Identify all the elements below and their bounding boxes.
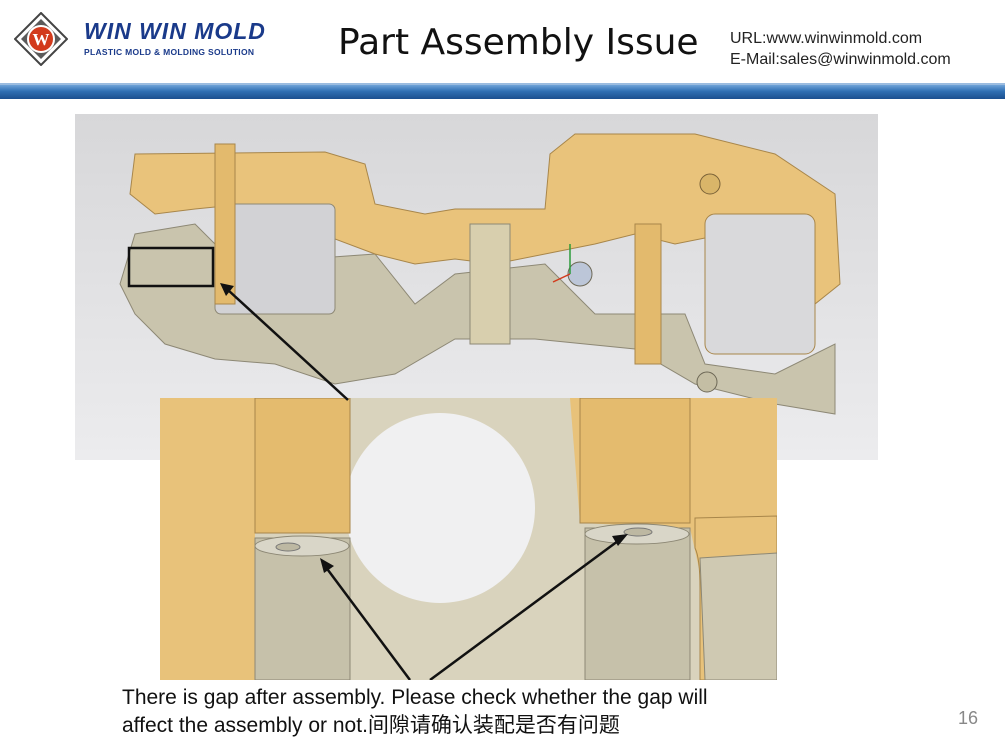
header-divider-bar xyxy=(0,85,1005,99)
brand-tagline: PLASTIC MOLD & MOLDING SOLUTION xyxy=(84,47,255,57)
slide-caption: There is gap after assembly. Please chec… xyxy=(122,684,708,740)
contact-url: URL:www.winwinmold.com xyxy=(730,30,923,47)
svg-text:W: W xyxy=(33,30,50,49)
header-divider-highlight xyxy=(0,83,1005,85)
caption-line-1: There is gap after assembly. Please chec… xyxy=(122,686,708,709)
cad-closeup-image xyxy=(160,398,777,680)
brand-block: WIN WIN MOLD PLASTIC MOLD & MOLDING SOLU… xyxy=(84,18,266,57)
contact-info: URL:www.winwinmold.com E-Mail:sales@winw… xyxy=(730,28,951,70)
brand-name: WIN WIN MOLD xyxy=(84,18,266,44)
contact-email: E-Mail:sales@winwinmold.com xyxy=(730,51,951,68)
page-number: 16 xyxy=(958,708,979,728)
slide-title: Part Assembly Issue xyxy=(338,22,699,63)
company-logo: W xyxy=(14,12,68,66)
caption-line-2: affect the assembly or not.间隙请确认装配是否有问题 xyxy=(122,714,620,737)
slide-header: W WIN WIN MOLD PLASTIC MOLD & MOLDING SO… xyxy=(0,0,1005,84)
